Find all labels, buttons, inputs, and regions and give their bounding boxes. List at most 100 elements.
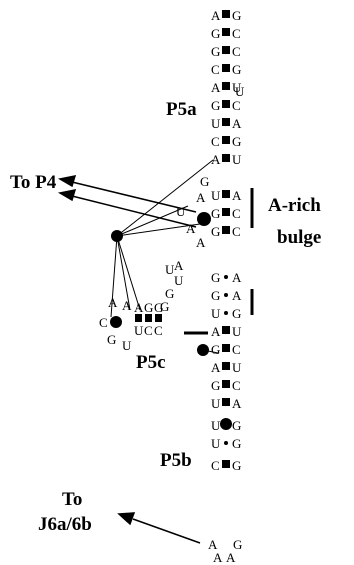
helix-right-nt: A <box>232 396 242 411</box>
helix-right-nt: G <box>232 418 241 433</box>
helix-pair-bond-square <box>222 326 230 334</box>
arrow-head-1 <box>57 175 77 188</box>
label-a-rich-line1: A-rich <box>268 195 321 216</box>
to-p4-arrows <box>57 175 197 228</box>
label-p5b: P5b <box>160 450 192 471</box>
a-rich-contact-dot <box>197 212 211 226</box>
a-rich-nt-2: A <box>196 190 206 205</box>
helix-left-nt: U <box>211 436 221 451</box>
helix-right-nt: C <box>232 44 241 59</box>
helix-right-nt: G <box>232 306 241 321</box>
helix-pair-bond-square <box>222 380 230 388</box>
helix-right-nt: G <box>232 134 241 149</box>
helix-left-nt: C <box>211 458 220 473</box>
helix-pair-bond-square <box>222 46 230 54</box>
label-p5c: P5c <box>136 352 166 373</box>
helix-right-nt: G <box>232 436 241 451</box>
helix-right-nt: U <box>232 360 242 375</box>
label-to-j6-line1: To <box>62 489 82 510</box>
contact-line-2 <box>116 223 201 237</box>
helix-pair-bond-dot <box>224 441 228 445</box>
terminal-nt-4: G <box>233 537 242 552</box>
helix-left-nt: A <box>211 360 221 375</box>
arrow-head-2 <box>57 189 77 202</box>
loop-nt-5: G <box>160 299 169 314</box>
p5c-loop-nt-3: C <box>99 315 108 330</box>
label-a-rich-line2: bulge <box>277 227 321 248</box>
a-rich-nt-5: A <box>196 235 206 250</box>
helix-left-nt: G <box>211 206 220 221</box>
helix-pair-bond-square <box>222 190 230 198</box>
p5c-bottom-1: U <box>134 323 144 338</box>
p5c-loop-nt-2: A <box>108 295 118 310</box>
tertiary-contacts <box>110 159 214 318</box>
label-p5a: P5a <box>166 99 197 120</box>
helix-pair-bond-square <box>222 154 230 162</box>
helix-pair-bond-square <box>222 226 230 234</box>
helix-pair-bond-square <box>222 136 230 144</box>
helix-left-nt: G <box>211 26 220 41</box>
a-rich-nt-3: U <box>176 204 186 219</box>
helix-pair-bond-square <box>222 10 230 18</box>
helix-right-nt: C <box>232 378 241 393</box>
label-to-p4: To P4 <box>10 172 57 193</box>
terminal-nt-2: A <box>213 550 223 565</box>
j6-arrow-line <box>132 518 201 544</box>
helix-pair-bond-dot <box>224 311 228 315</box>
a-rich-bulge-nucleotides: G A U A A <box>176 174 209 250</box>
loop-nt-1: U <box>165 262 175 277</box>
helix-left-nt: U <box>211 116 221 131</box>
helix-left-nt: U <box>211 418 221 433</box>
contact-line-4 <box>116 235 141 311</box>
loop-nt-4: G <box>165 286 174 301</box>
helix-right-nt: A <box>232 116 242 131</box>
loop-nt-2: A <box>174 258 184 273</box>
helix-left-nt: A <box>211 152 221 167</box>
helix-pair-bond-square <box>222 460 230 468</box>
helix-pair-bond-circle <box>220 418 232 430</box>
helix-right-nt: U <box>232 80 242 95</box>
helix-pair-bond-square <box>222 344 230 352</box>
helix-right-nt: C <box>232 206 241 221</box>
p5c-loop: A A C G U <box>99 295 132 353</box>
p5c-loop-nt-4: G <box>107 332 116 347</box>
arrow-line-1 <box>71 181 197 213</box>
helix-left-nt: G <box>211 270 220 285</box>
internal-loop-nucleotides: U A U G G <box>160 258 184 314</box>
helix-left-nt: U <box>211 306 221 321</box>
p5c-pair-2 <box>145 314 152 322</box>
helix-left-nt: A <box>211 8 221 23</box>
a-rich-nt-1: G <box>200 174 209 189</box>
p5c-pair-1 <box>135 314 142 322</box>
helix-right-nt: C <box>232 342 241 357</box>
p5c-top-3: G <box>154 300 163 315</box>
helix-left-nt: U <box>211 188 221 203</box>
helix-pair-bond-square <box>222 398 230 406</box>
helix-pair-bond-square <box>222 64 230 72</box>
helix-pair-bond-square <box>222 100 230 108</box>
helix-right-nt: C <box>232 98 241 113</box>
helix-left-nt: A <box>211 80 221 95</box>
helix-right-nt: A <box>232 270 242 285</box>
helix-right-nt: G <box>232 458 241 473</box>
helix-left-nt: C <box>211 134 220 149</box>
arrow-line-2 <box>71 195 197 228</box>
helix-right-nt: C <box>232 26 241 41</box>
p5c-loop-nt-5: U <box>122 338 132 353</box>
loop-nt-3: U <box>174 273 184 288</box>
bulge-nucleotide-u: U <box>235 84 245 99</box>
helix-right-nt: C <box>232 224 241 239</box>
helix-left-nt: G <box>211 224 220 239</box>
helix-right-nt: U <box>232 152 242 167</box>
a-rich-nt-4: A <box>186 221 196 236</box>
helix-pair-bond-square <box>222 118 230 126</box>
p5c-loop-contact-dot <box>110 316 122 328</box>
j6-arrow-head <box>117 512 136 526</box>
helix-left-nt: C <box>211 62 220 77</box>
helix-right-nt: U <box>232 324 242 339</box>
contact-line-6 <box>110 235 118 318</box>
helix-pair-bond-square <box>222 82 230 90</box>
p5c-pair-3 <box>155 314 162 322</box>
